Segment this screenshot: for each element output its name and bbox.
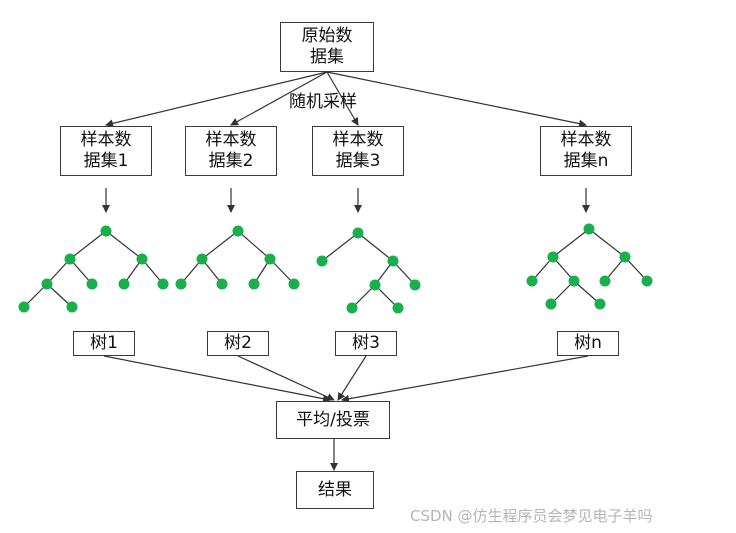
tree-1-edge	[69, 230, 107, 260]
tree-3-node	[369, 279, 381, 291]
tree-1-edge	[46, 283, 73, 308]
tree-2-node	[248, 278, 260, 290]
tree-n-node	[547, 251, 559, 263]
tree-2-node	[288, 278, 300, 290]
watermark: CSDN @仿生程序员会梦见电子羊吗	[410, 507, 653, 525]
tree-3-node	[387, 255, 399, 267]
tree-n-edge	[573, 280, 601, 305]
tree-n-node	[641, 275, 653, 287]
tree-box-3: 树3	[335, 331, 397, 356]
tree-n-node	[526, 275, 538, 287]
tree-1-edge	[69, 258, 93, 285]
tree-2-node	[264, 253, 276, 265]
tree-2-edge	[269, 258, 295, 285]
tree-1-node	[118, 278, 130, 290]
tree-1-node	[157, 278, 169, 290]
tree-3-node	[392, 302, 404, 314]
source-dataset-box: 原始数 据集	[280, 22, 374, 72]
source-to-sample-n-arrow	[326, 71, 587, 128]
sample-dataset-label: 样本数 据集1	[80, 130, 132, 171]
aggregate-label: 平均/投票	[296, 409, 370, 430]
tree-n-node	[545, 298, 557, 310]
tree-label: 树1	[90, 333, 118, 353]
tree-n-node	[568, 275, 580, 287]
tree-label: 树2	[224, 333, 252, 353]
tree-2-node	[232, 225, 244, 237]
tree-n-edge	[552, 228, 590, 258]
source-to-sample-1-arrow	[105, 71, 328, 128]
tree-1-node	[100, 225, 112, 237]
tree-label: 树n	[574, 333, 602, 353]
tree-1-node	[86, 278, 98, 290]
tree-1-node	[41, 278, 53, 290]
sample-dataset-box-n: 样本数 据集n	[540, 126, 632, 176]
tree-3-node	[352, 227, 364, 239]
sample-dataset-label: 样本数 据集3	[332, 130, 384, 171]
tree-3-node	[316, 255, 328, 267]
sample-dataset-label: 样本数 据集2	[205, 130, 257, 171]
tree-1-edge	[105, 230, 143, 260]
tree-box-2: 树2	[207, 331, 269, 356]
tree-n-node	[619, 251, 631, 263]
source-to-sample-2-arrow	[230, 71, 328, 126]
sample-dataset-box-1: 样本数 据集1	[60, 126, 152, 176]
tree-1-node	[136, 253, 148, 265]
tree-2-node	[175, 278, 187, 290]
tree-3-node	[346, 302, 358, 314]
tree-box-1: 树1	[73, 331, 135, 356]
tree-n-node	[583, 223, 595, 235]
tree-2-to-aggregate-arrow	[237, 355, 335, 401]
tree-3-node	[409, 279, 421, 291]
sampling-label: 随机采样	[289, 92, 357, 112]
tree-box-n: 树n	[557, 331, 619, 356]
tree-n-node	[594, 298, 606, 310]
tree-1-node	[66, 301, 78, 313]
tree-2-node	[216, 278, 228, 290]
tree-3-edge	[357, 232, 394, 262]
tree-2-node	[196, 253, 208, 265]
tree-n-edge	[588, 228, 626, 258]
tree-n-to-aggregate-arrow	[341, 355, 589, 403]
tree-3-edge	[321, 232, 359, 262]
sample-dataset-label: 样本数 据集n	[560, 130, 612, 171]
sample-dataset-box-3: 样本数 据集3	[312, 126, 404, 176]
tree-label: 树3	[352, 333, 380, 353]
tree-2-edge	[201, 230, 239, 260]
aggregate-box: 平均/投票	[276, 401, 390, 439]
result-box: 结果	[296, 471, 374, 509]
tree-2-edge	[237, 230, 271, 260]
tree-1-node	[64, 253, 76, 265]
source-dataset-label: 原始数 据集	[301, 26, 353, 67]
sample-dataset-box-2: 样本数 据集2	[185, 126, 277, 176]
tree-1-to-aggregate-arrow	[103, 355, 331, 403]
source-to-sample-3-arrow	[326, 71, 359, 126]
tree-n-node	[599, 275, 611, 287]
tree-3-to-aggregate-arrow	[337, 355, 367, 401]
result-label: 结果	[318, 479, 352, 500]
tree-1-node	[18, 301, 30, 313]
tree-1-edge	[46, 258, 71, 285]
